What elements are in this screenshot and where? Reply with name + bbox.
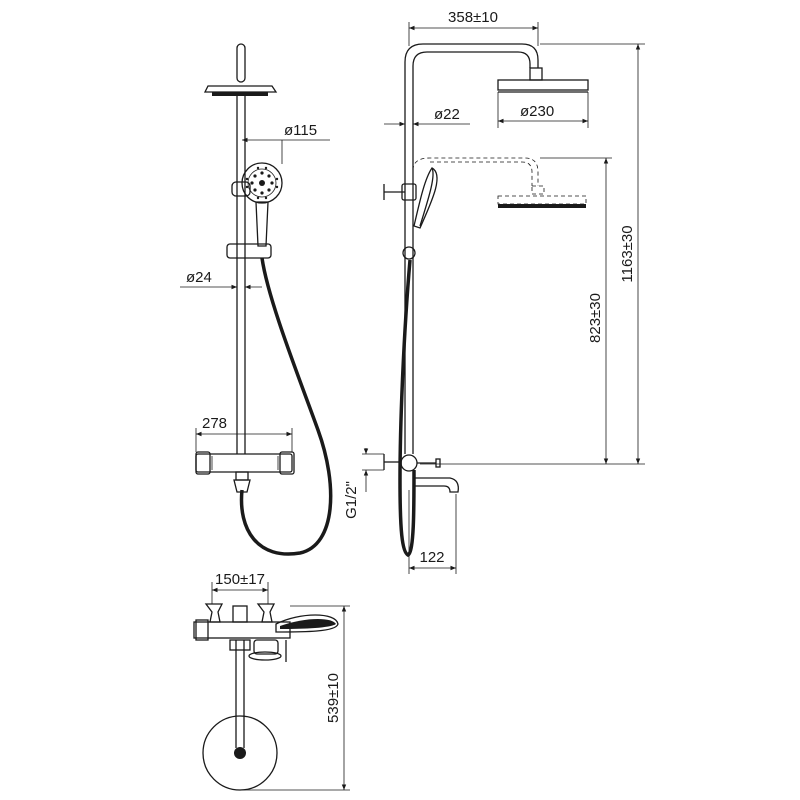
side-spout (413, 477, 459, 493)
top-inlet-right (256, 603, 276, 623)
side-mixer-knob (435, 458, 441, 468)
side-hose (398, 259, 416, 557)
front-overhead-head (203, 85, 278, 93)
label-slide-bar-diameter: ø24 (186, 269, 212, 286)
side-riser-inner (412, 51, 531, 454)
label-riser-diameter: ø22 (434, 106, 460, 123)
label-mixer-width: 278 (202, 415, 227, 432)
front-overhead-connector (236, 43, 246, 83)
label-min-height: 823±30 (587, 293, 604, 343)
top-view (193, 603, 339, 791)
front-mixer-outlet (235, 471, 249, 481)
label-arm-reach: 358±10 (448, 9, 498, 26)
side-lowered-nozzles (498, 204, 586, 208)
front-overhead-nozzles (212, 92, 268, 96)
front-hand-shower-handle (255, 201, 269, 247)
side-mixer-body (400, 454, 418, 472)
side-lowered-arm-dashed (412, 157, 539, 186)
side-hand-shower (413, 167, 438, 229)
dimension-labels: 358±10 ø22 ø230 ø115 ø24 278 1163±30 823… (186, 9, 636, 723)
front-hose-connector (233, 479, 251, 493)
side-overhead-head (497, 79, 589, 91)
top-hand-shower (275, 614, 339, 633)
top-inlet-left (204, 603, 224, 623)
side-bracket-clamp (401, 183, 417, 201)
label-overall-height: 1163±30 (619, 225, 636, 282)
front-hand-shower-center (259, 180, 265, 186)
front-slider-holder (226, 243, 272, 259)
dimension-lines (180, 22, 645, 791)
front-hand-shower-face (241, 162, 283, 204)
side-riser-outer (404, 43, 539, 454)
top-center-valve (232, 605, 248, 623)
label-inlet-centres: 150±17 (215, 571, 265, 588)
label-depth: 539±10 (325, 673, 342, 723)
side-view (383, 43, 589, 557)
label-hand-shower-diameter: ø115 (284, 122, 317, 139)
front-wall-bracket (231, 181, 251, 197)
label-inlet-thread: G1/2" (343, 481, 360, 519)
front-mixer-left-handle (195, 451, 211, 475)
label-spout-projection: 122 (419, 549, 444, 566)
top-overhead-center (234, 747, 246, 759)
side-lowered-connector-dashed (531, 185, 545, 195)
side-overhead-connector (529, 67, 543, 81)
front-hand-shower-inner (247, 168, 277, 198)
side-lowered-head-dashed (497, 195, 587, 205)
front-mixer-right-handle (279, 451, 295, 475)
label-overhead-diameter: ø230 (520, 103, 554, 120)
front-hand-shower-nozzles (245, 166, 279, 200)
front-hose (239, 257, 333, 556)
front-view (195, 43, 333, 556)
side-slider (402, 246, 416, 260)
top-slider (253, 639, 279, 655)
